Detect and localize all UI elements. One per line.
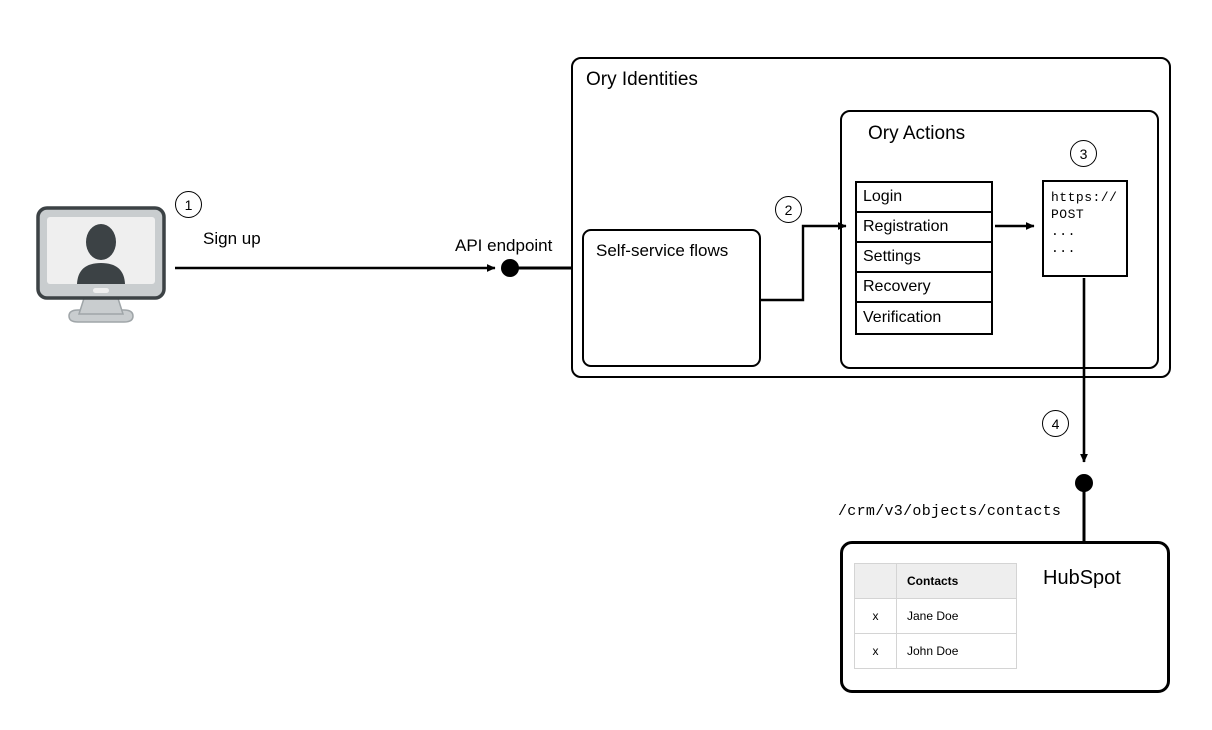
hubspot-title: HubSpot <box>1043 567 1121 589</box>
self-service-flows-box <box>582 229 761 367</box>
webhook-line-ellipsis-2: ... <box>1051 241 1076 256</box>
cell-flag: x <box>854 598 897 634</box>
column-header-flag <box>854 563 897 599</box>
table-row[interactable]: x Jane Doe <box>854 598 1017 634</box>
flow-list: Login Registration Settings Recovery Ver… <box>855 181 993 335</box>
hubspot-container <box>840 541 1170 693</box>
table-header-row: Contacts <box>854 563 1017 599</box>
cell-contact-name: Jane Doe <box>896 598 1017 634</box>
ory-actions-container <box>840 110 1159 369</box>
cell-flag: x <box>854 633 897 669</box>
cell-contact-name: John Doe <box>896 633 1017 669</box>
flow-row-verification[interactable]: Verification <box>857 303 991 333</box>
signup-label: Sign up <box>203 229 261 248</box>
webhook-line-method: POST <box>1051 207 1085 222</box>
webhook-code-box: https:// POST ... ... <box>1042 180 1128 277</box>
api-endpoint-label: API endpoint <box>455 236 553 255</box>
ory-identities-title: Ory Identities <box>586 69 698 90</box>
contacts-table: Contacts x Jane Doe x John Doe <box>854 563 1017 669</box>
step-3-badge: 3 <box>1070 140 1097 167</box>
webhook-line-ellipsis-1: ... <box>1051 224 1076 239</box>
ory-actions-title: Ory Actions <box>868 123 966 144</box>
flow-row-login[interactable]: Login <box>857 183 991 213</box>
step-4-badge: 4 <box>1042 410 1069 437</box>
table-row[interactable]: x John Doe <box>854 633 1017 669</box>
hubspot-endpoint-node <box>1075 474 1093 543</box>
flow-row-settings[interactable]: Settings <box>857 243 991 273</box>
user-on-monitor-icon <box>36 206 166 323</box>
flow-row-registration[interactable]: Registration <box>857 213 991 243</box>
column-header-contacts: Contacts <box>896 563 1017 599</box>
crm-path-label: /crm/v3/objects/contacts <box>838 503 1062 520</box>
step-1-badge: 1 <box>175 191 202 218</box>
api-endpoint-node <box>501 259 573 277</box>
ory-identities-container <box>571 57 1171 378</box>
flow-row-recovery[interactable]: Recovery <box>857 273 991 303</box>
step-2-badge: 2 <box>775 196 802 223</box>
webhook-line-url: https:// <box>1051 190 1118 205</box>
self-service-flows-label: Self-service flows <box>596 241 729 260</box>
